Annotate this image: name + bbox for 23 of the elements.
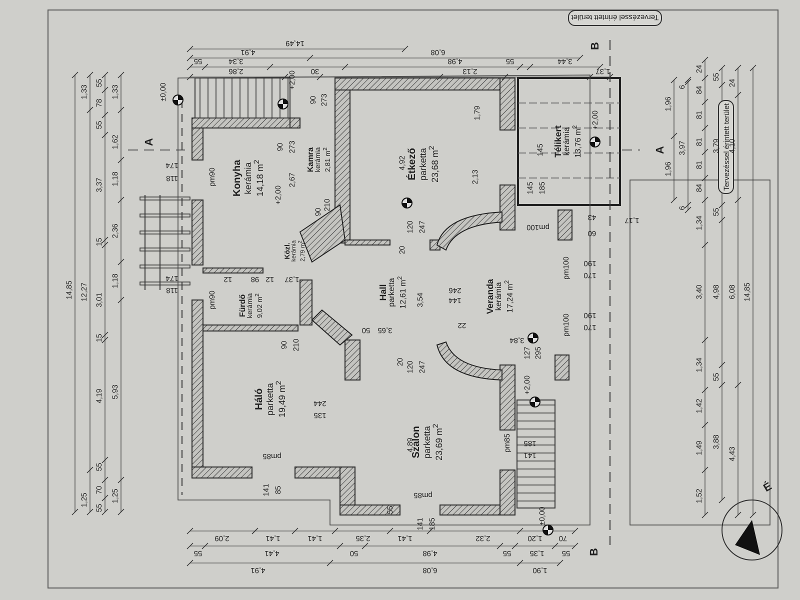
area-tag xyxy=(718,100,734,194)
room-name: Fürdő xyxy=(238,294,247,318)
room-name: Kamra xyxy=(306,147,314,172)
room-name: Szalon xyxy=(412,424,422,460)
floor-material: parketta xyxy=(418,146,428,182)
north-mark: É xyxy=(762,481,774,495)
floor-material: parketta xyxy=(422,424,432,460)
floor-material: kerámia xyxy=(564,126,572,158)
section-mark: B xyxy=(590,548,600,556)
floor-material: parketta xyxy=(265,382,275,418)
floor-material: kerámia xyxy=(496,280,504,312)
section-mark: A xyxy=(144,138,156,146)
room-name: Hall xyxy=(378,282,388,302)
floor-material: kerámia xyxy=(243,161,253,196)
room-name: Veranda xyxy=(486,278,496,314)
section-mark: A xyxy=(656,146,666,154)
room-name: Konyha xyxy=(232,160,244,196)
section-mark: B xyxy=(590,42,602,50)
room-name: Háló xyxy=(254,387,266,412)
room-name: Télikert xyxy=(554,124,564,158)
room-name: Étkező xyxy=(408,146,418,182)
floor-material: parketta xyxy=(388,276,396,308)
area-tag xyxy=(568,10,662,26)
